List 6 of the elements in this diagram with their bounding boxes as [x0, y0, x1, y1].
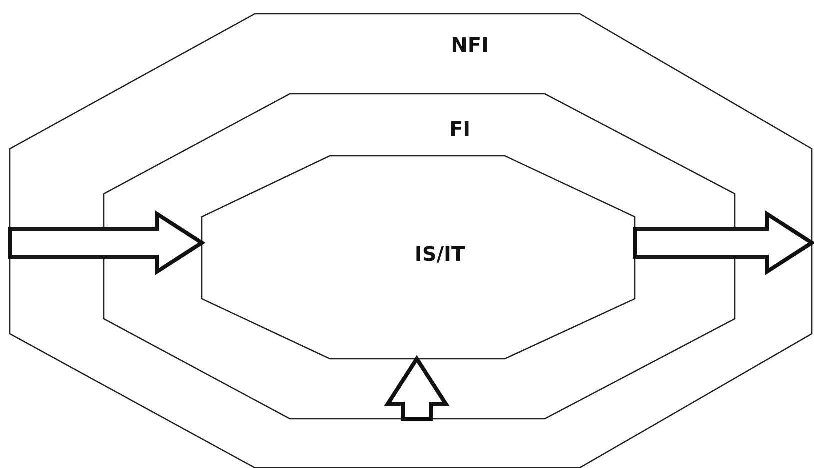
block-arrow: [8, 210, 206, 276]
region-label: FI: [449, 117, 471, 141]
region-label: NFI: [451, 33, 489, 57]
region-label: IS/IT: [414, 242, 466, 266]
block-arrow: [633, 210, 814, 276]
block-arrow: [384, 355, 450, 421]
